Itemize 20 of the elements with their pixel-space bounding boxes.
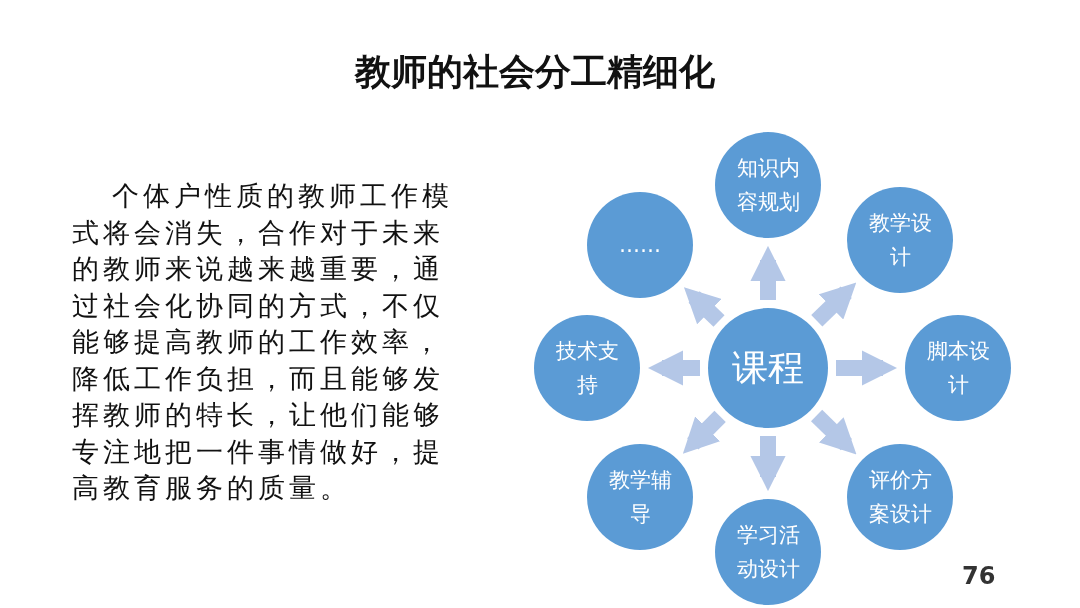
block-arrow: [811, 282, 857, 327]
node-label: 技术支持: [554, 338, 620, 399]
block-arrow: [682, 410, 726, 454]
slide-title: 教师的社会分工精细化: [353, 50, 716, 94]
node-label: 课程: [732, 346, 804, 390]
node-label: 教学设计: [867, 210, 933, 271]
page-number: 76: [962, 562, 996, 590]
node-label: 教学辅导: [607, 467, 673, 528]
node-label: 知识内容规划: [735, 155, 801, 216]
node-label: 学习活动设计: [735, 522, 801, 583]
block-arrow: [683, 287, 725, 327]
node-label: 脚本设计: [925, 338, 991, 399]
block-arrow: [750, 436, 786, 492]
block-arrow: [750, 245, 786, 300]
block-arrow: [811, 409, 857, 455]
block-arrow: [836, 350, 898, 386]
body-paragraph: 个体户性质的教师工作模式将会消失，合作对于未来的教师来说越来越重要，通过社会化协同的方式，不仅能够提高教师的工作效率，降低工作负担，而且能够发挥教师的特长，让他们能够专注地把一件事情做好，提高教育服务的质量。: [72, 179, 454, 505]
node-label: 评价方案设计: [867, 467, 933, 528]
block-arrow: [647, 350, 700, 386]
node-label: ……: [618, 232, 662, 259]
